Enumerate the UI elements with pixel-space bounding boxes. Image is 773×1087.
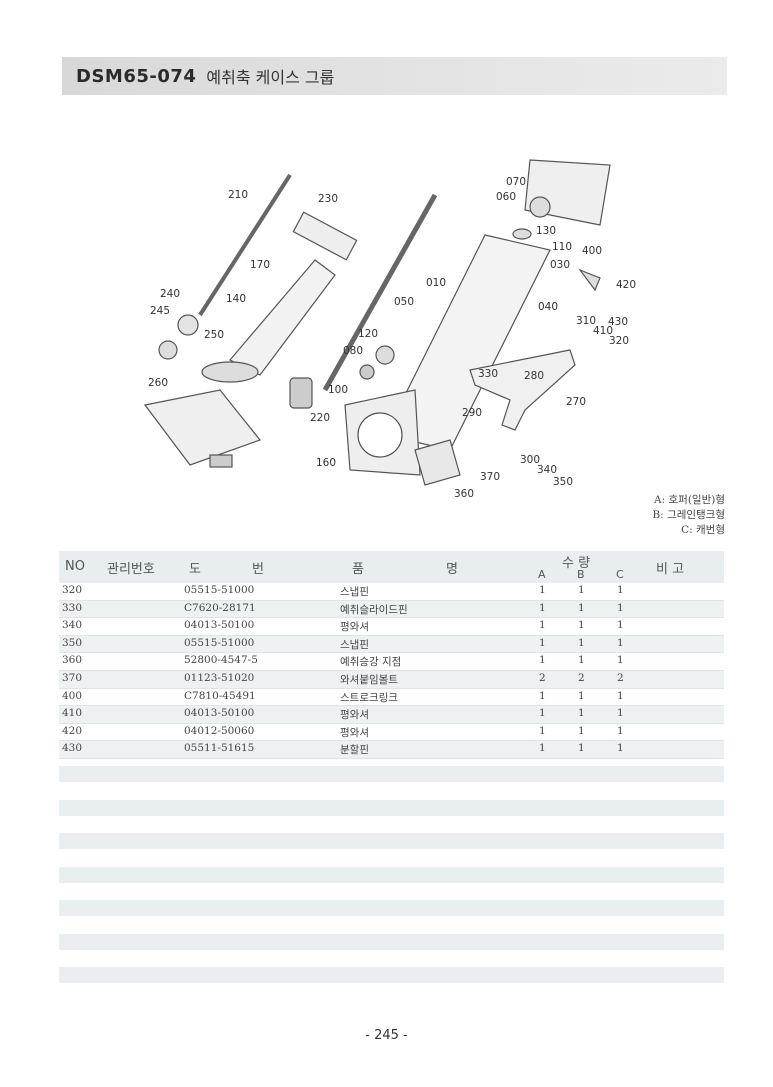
callout-110: 110 [552, 241, 572, 253]
callout-350: 350 [553, 476, 573, 488]
header-qty-b: B [577, 568, 585, 581]
callout-140: 140 [226, 293, 246, 305]
callout-245: 245 [150, 305, 170, 317]
header-no: NO [65, 559, 85, 574]
callout-210: 210 [228, 189, 248, 201]
exploded-parts-diagram: 210 230 170 140 240 245 250 260 220 050 … [143, 159, 636, 500]
callout-100: 100 [328, 384, 348, 396]
group-title: 예취축 케이스 그룹 [206, 68, 335, 87]
header-drawing-a: 도 [189, 562, 201, 577]
header-note: 비 고 [656, 562, 685, 577]
callout-290: 290 [462, 407, 482, 419]
callout-030: 030 [550, 259, 570, 271]
callout-370: 370 [480, 471, 500, 483]
header-qty-a: A [538, 568, 546, 581]
callout-430: 430 [608, 316, 628, 328]
header-name-b: 명 [446, 562, 458, 577]
callout-340: 340 [537, 464, 557, 476]
empty-row [59, 799, 724, 816]
empty-row [59, 866, 724, 883]
callout-250: 250 [204, 329, 224, 341]
callout-170: 170 [250, 259, 270, 271]
callout-050: 050 [394, 296, 414, 308]
callout-420: 420 [616, 279, 636, 291]
header-qty: 수 량 [562, 556, 591, 571]
empty-row [59, 900, 724, 916]
callout-010: 010 [426, 277, 446, 289]
group-code: DSM65-074 [76, 65, 197, 87]
empty-table-rows [59, 766, 724, 1001]
empty-row [59, 766, 724, 782]
callout-360: 360 [454, 488, 474, 500]
legend-c: C: 캐번형 [681, 524, 725, 536]
empty-row [59, 967, 724, 983]
header-mgmt: 관리번호 [107, 562, 155, 577]
callout-320: 320 [609, 335, 629, 347]
empty-row [59, 833, 724, 849]
callout-060: 060 [496, 191, 516, 203]
callout-070: 070 [506, 176, 526, 188]
callout-240: 240 [160, 288, 180, 300]
callout-220: 220 [310, 412, 330, 424]
callout-310: 310 [576, 315, 596, 327]
legend-a: A: 호퍼(일반)형 [654, 494, 725, 506]
callout-130: 130 [536, 225, 556, 237]
callout-080: 080 [343, 345, 363, 357]
callout-040: 040 [538, 301, 558, 313]
callout-280: 280 [524, 370, 544, 382]
page-number: - 245 - [365, 1028, 408, 1043]
legend-b: B: 그레인탱크형 [652, 509, 725, 521]
callout-410: 410 [593, 325, 613, 337]
callout-160: 160 [316, 457, 336, 469]
callout-300: 300 [520, 454, 540, 466]
page-header: DSM65-074 예취축 케이스 그룹 [62, 57, 727, 95]
header-name-a: 품 [352, 562, 364, 577]
table-header: NO 관리번호 도 번 품 명 수 량 A B C 비 고 [59, 551, 724, 583]
callout-230: 230 [318, 193, 338, 205]
callout-330: 330 [478, 368, 498, 380]
empty-row [59, 933, 724, 950]
header-drawing-b: 번 [252, 562, 264, 577]
type-legend: A: 호퍼(일반)형 B: 그레인탱크형 C: 캐번형 [652, 493, 725, 538]
callout-400: 400 [582, 245, 602, 257]
callout-120: 120 [358, 328, 378, 340]
callout-260: 260 [148, 377, 168, 389]
header-qty-c: C [616, 568, 624, 581]
callout-270: 270 [566, 396, 586, 408]
